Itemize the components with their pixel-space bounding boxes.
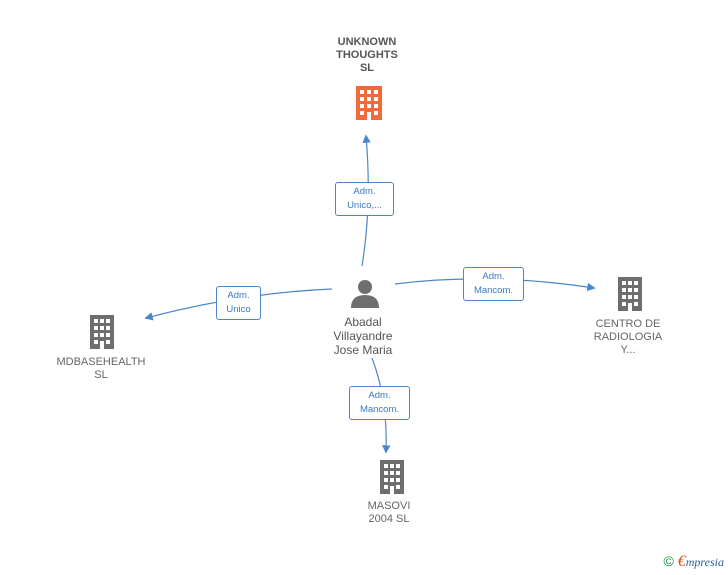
brand-name: mpresia [685,555,724,569]
edge-label-mdbasehealth[interactable]: Adm. Unico [216,286,261,320]
building-icon[interactable] [377,459,407,495]
node-label-line: MASOVI [367,500,411,512]
person-icon[interactable] [349,277,381,309]
node-label-line: Abadal [344,315,382,329]
node-label-line: Jose Maria [333,343,393,357]
edge-label-line: Adm. [227,290,250,301]
edge-label-line: Mancom. [359,404,400,415]
node-label-line: RADIOLOGIA [593,331,663,343]
edge-label-line: Unico,... [347,200,382,211]
brand-logo-e: € [677,553,686,570]
edge-label-line: Adm. [368,390,391,401]
edge-label-line: Adm. [353,186,376,197]
node-label-person[interactable]: Abadal Villayandre Jose Maria [318,315,408,357]
building-icon[interactable] [87,314,117,350]
edge-label-masovi[interactable]: Adm. Mancom. [349,386,410,420]
building-icon[interactable] [615,276,645,312]
node-label-mdbasehealth[interactable]: MDBASEHEALTH SL [46,356,156,382]
node-label-line: SL [94,369,108,381]
copyright-icon: © [663,553,674,569]
edge-label-unknown-thoughts[interactable]: Adm. Unico,... [335,182,394,216]
node-label-unknown-thoughts[interactable]: UNKNOWN THOUGHTS SL [322,36,412,75]
node-label-line: MDBASEHEALTH [56,356,146,368]
node-label-line: Villayandre [333,329,393,343]
edge-label-line: Adm. [482,271,505,282]
node-label-centro-radiologia[interactable]: CENTRO DE RADIOLOGIA Y... [578,318,678,357]
node-label-line: 2004 SL [368,513,410,525]
node-label-line: CENTRO DE [595,318,661,330]
node-label-line: UNKNOWN [337,36,397,48]
edge-label-centro-radiologia[interactable]: Adm. Mancom. [463,267,524,301]
node-label-line: SL [359,62,375,74]
node-label-line: THOUGHTS [336,49,398,61]
edge-label-line: Unico [226,304,251,315]
edge-label-line: Mancom. [473,285,514,296]
node-label-masovi[interactable]: MASOVI 2004 SL [344,500,434,526]
footer-brand: ©€mpresia [663,553,724,571]
building-icon-highlight[interactable] [353,85,385,121]
node-label-line: Y... [620,344,636,356]
